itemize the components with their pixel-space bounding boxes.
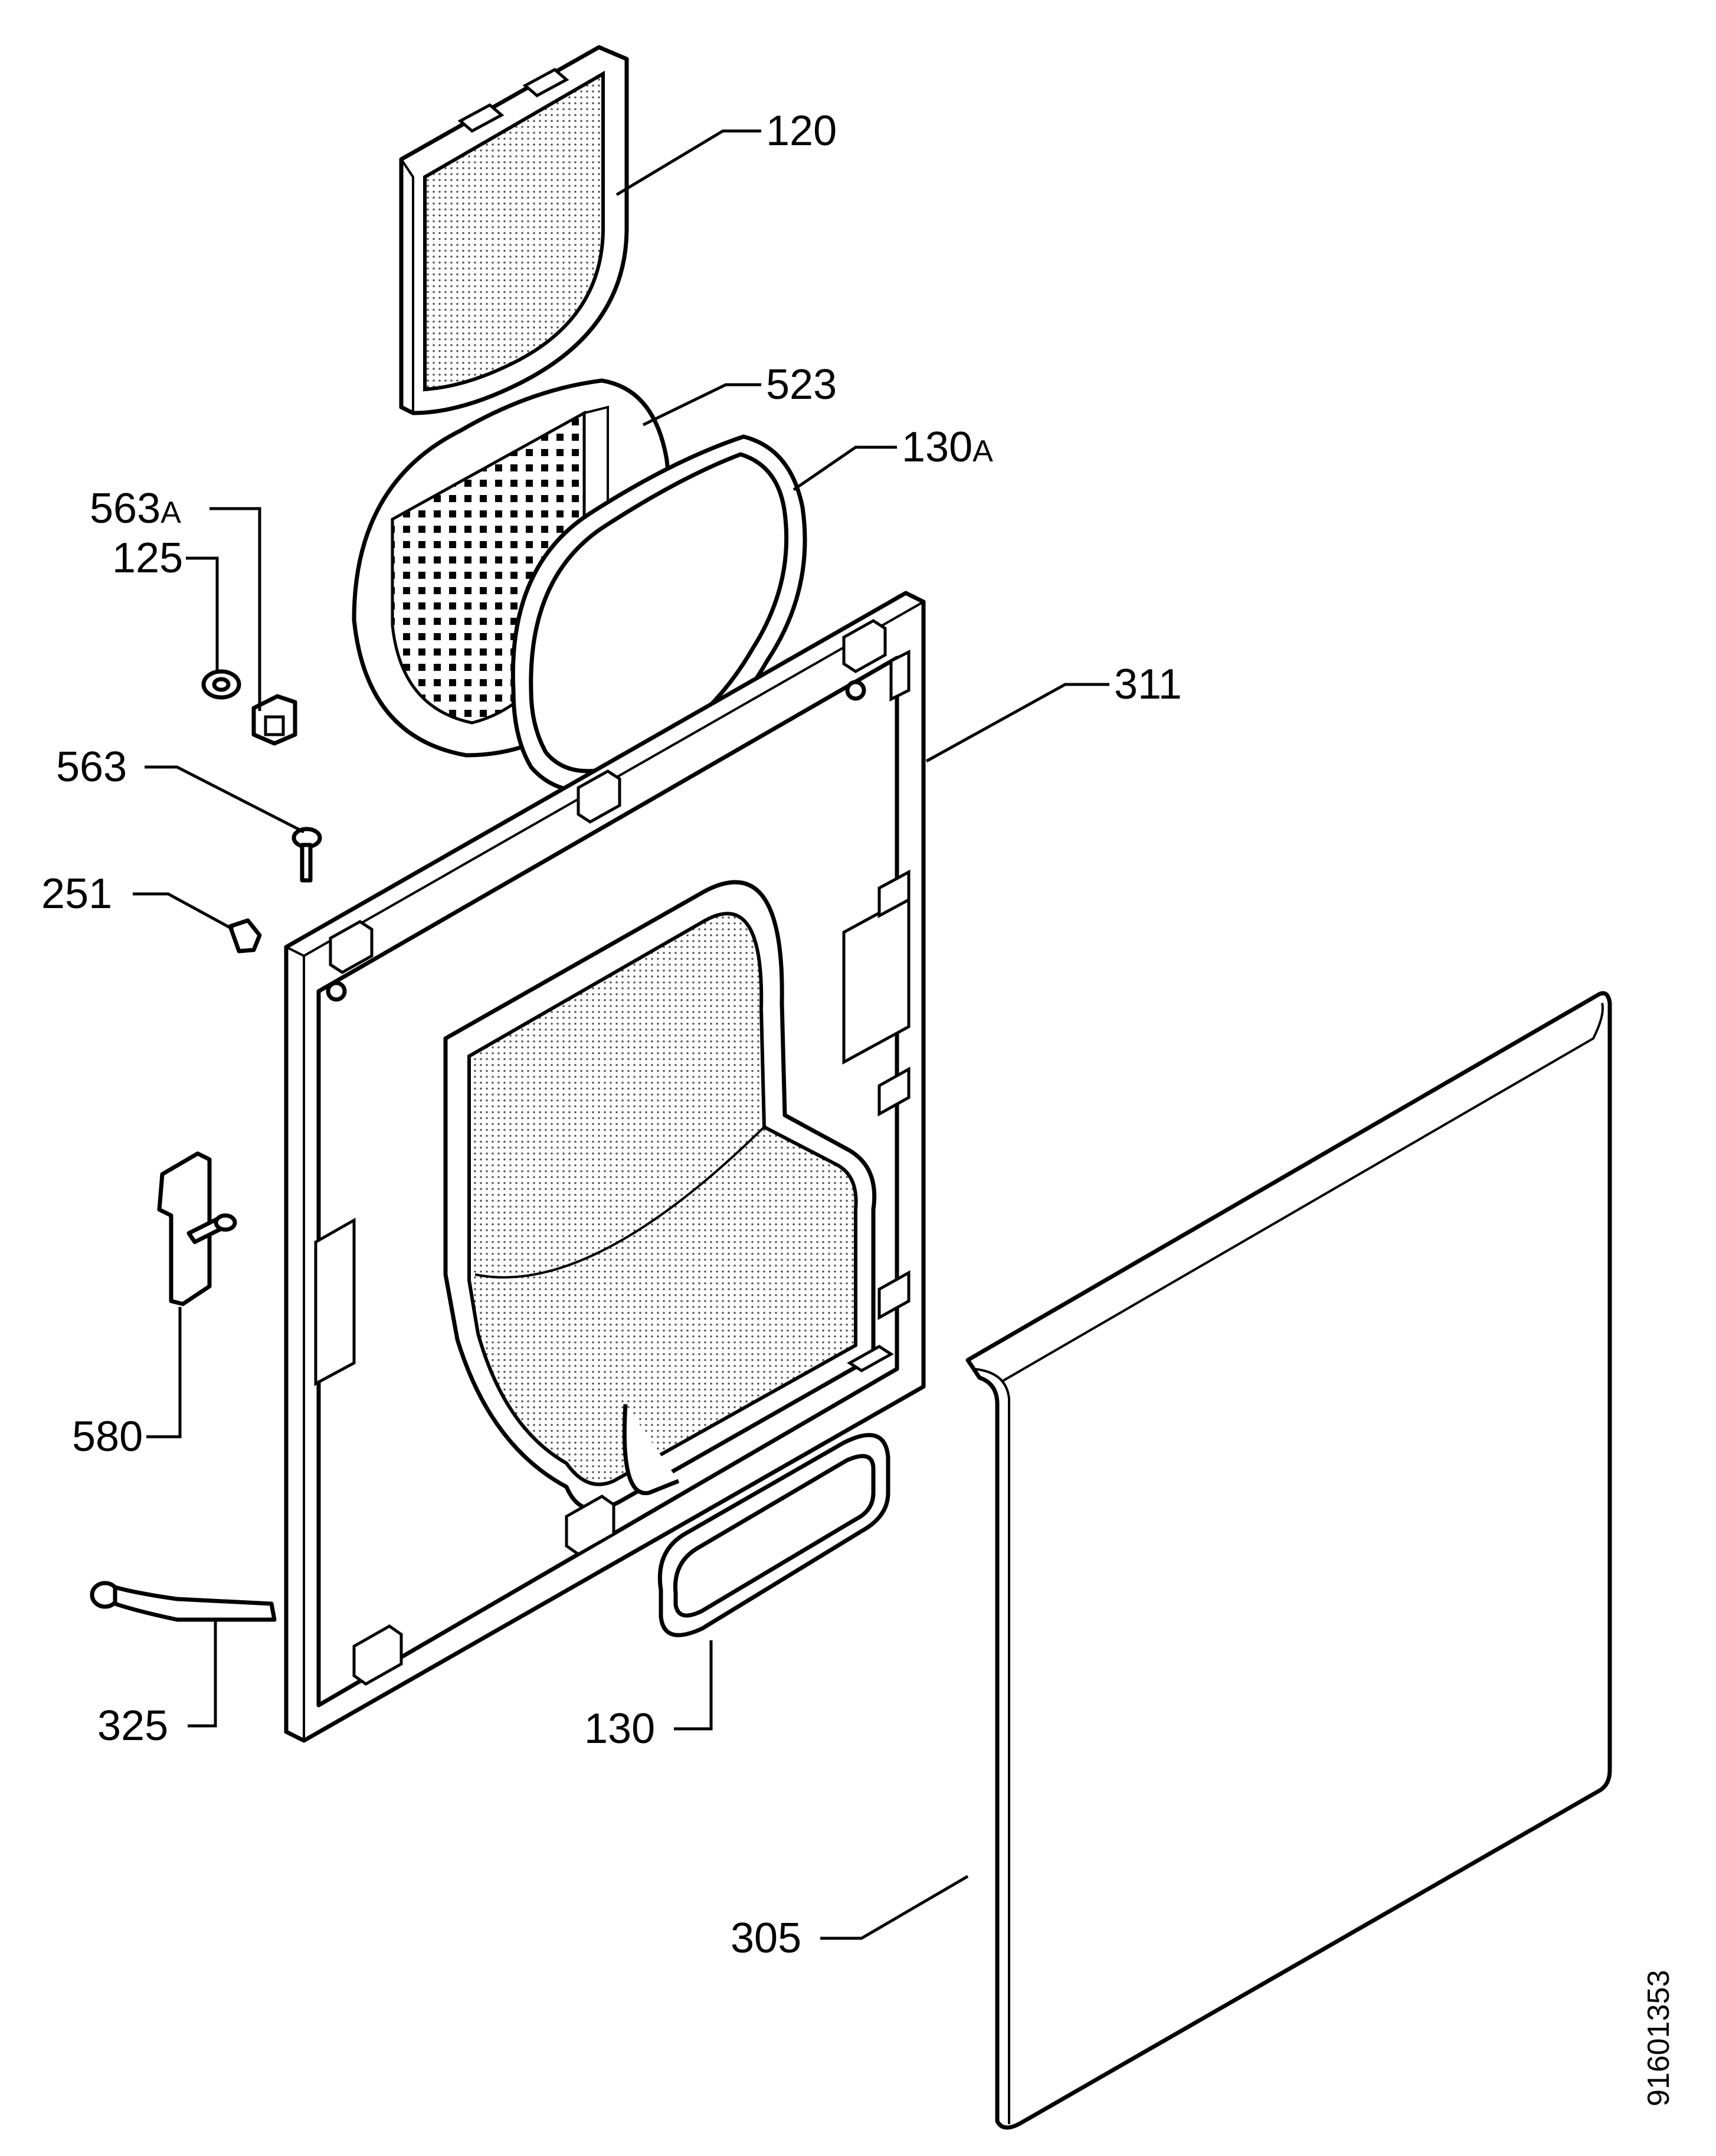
part-251-screw xyxy=(228,918,262,954)
part-130-gasket xyxy=(657,1433,890,1637)
leader-130a xyxy=(792,445,897,492)
label-563a: 563A xyxy=(90,485,181,532)
label-130a: 130A xyxy=(902,424,993,471)
part-311-inner-door-frame xyxy=(284,591,926,1743)
label-120: 120 xyxy=(766,107,837,155)
part-563-screw xyxy=(292,827,322,883)
label-305: 305 xyxy=(731,1915,801,1962)
leader-120 xyxy=(615,129,761,196)
leader-lines xyxy=(133,129,1109,1940)
leader-563a xyxy=(209,507,261,711)
part-325-latch-rod xyxy=(90,1581,277,1622)
label-563a-suffix: A xyxy=(161,496,181,530)
leader-130 xyxy=(674,1640,713,1731)
label-130: 130 xyxy=(584,1705,655,1752)
leader-580 xyxy=(146,1307,182,1439)
leader-125 xyxy=(186,556,219,674)
leader-563 xyxy=(145,765,305,834)
part-580-hinge-bracket xyxy=(157,1151,237,1306)
drawing-number: 91601353 xyxy=(1642,1970,1676,2106)
part-563a-clip xyxy=(251,694,297,746)
label-311: 311 xyxy=(1114,661,1182,708)
leader-251 xyxy=(133,892,234,931)
label-130a-suffix: A xyxy=(972,434,993,468)
label-563a-number: 563 xyxy=(90,485,161,532)
label-580: 580 xyxy=(72,1413,143,1460)
part-305-outer-door-panel xyxy=(965,991,1612,2130)
label-325: 325 xyxy=(97,1702,168,1749)
leader-311 xyxy=(925,683,1109,763)
part-130a-gasket xyxy=(510,434,807,794)
label-125: 125 xyxy=(112,535,183,582)
label-130a-number: 130 xyxy=(902,424,972,471)
part-125-washer xyxy=(201,669,241,700)
part-120-lint-filter xyxy=(399,45,629,415)
leader-325 xyxy=(188,1620,217,1728)
label-523: 523 xyxy=(766,361,837,408)
part-labels: 120 523 130A 563A 125 311 563 251 580 32… xyxy=(41,107,1676,2106)
leader-305 xyxy=(820,1875,969,1940)
label-563: 563 xyxy=(56,743,127,791)
label-251: 251 xyxy=(41,870,112,918)
leader-523 xyxy=(642,383,761,427)
